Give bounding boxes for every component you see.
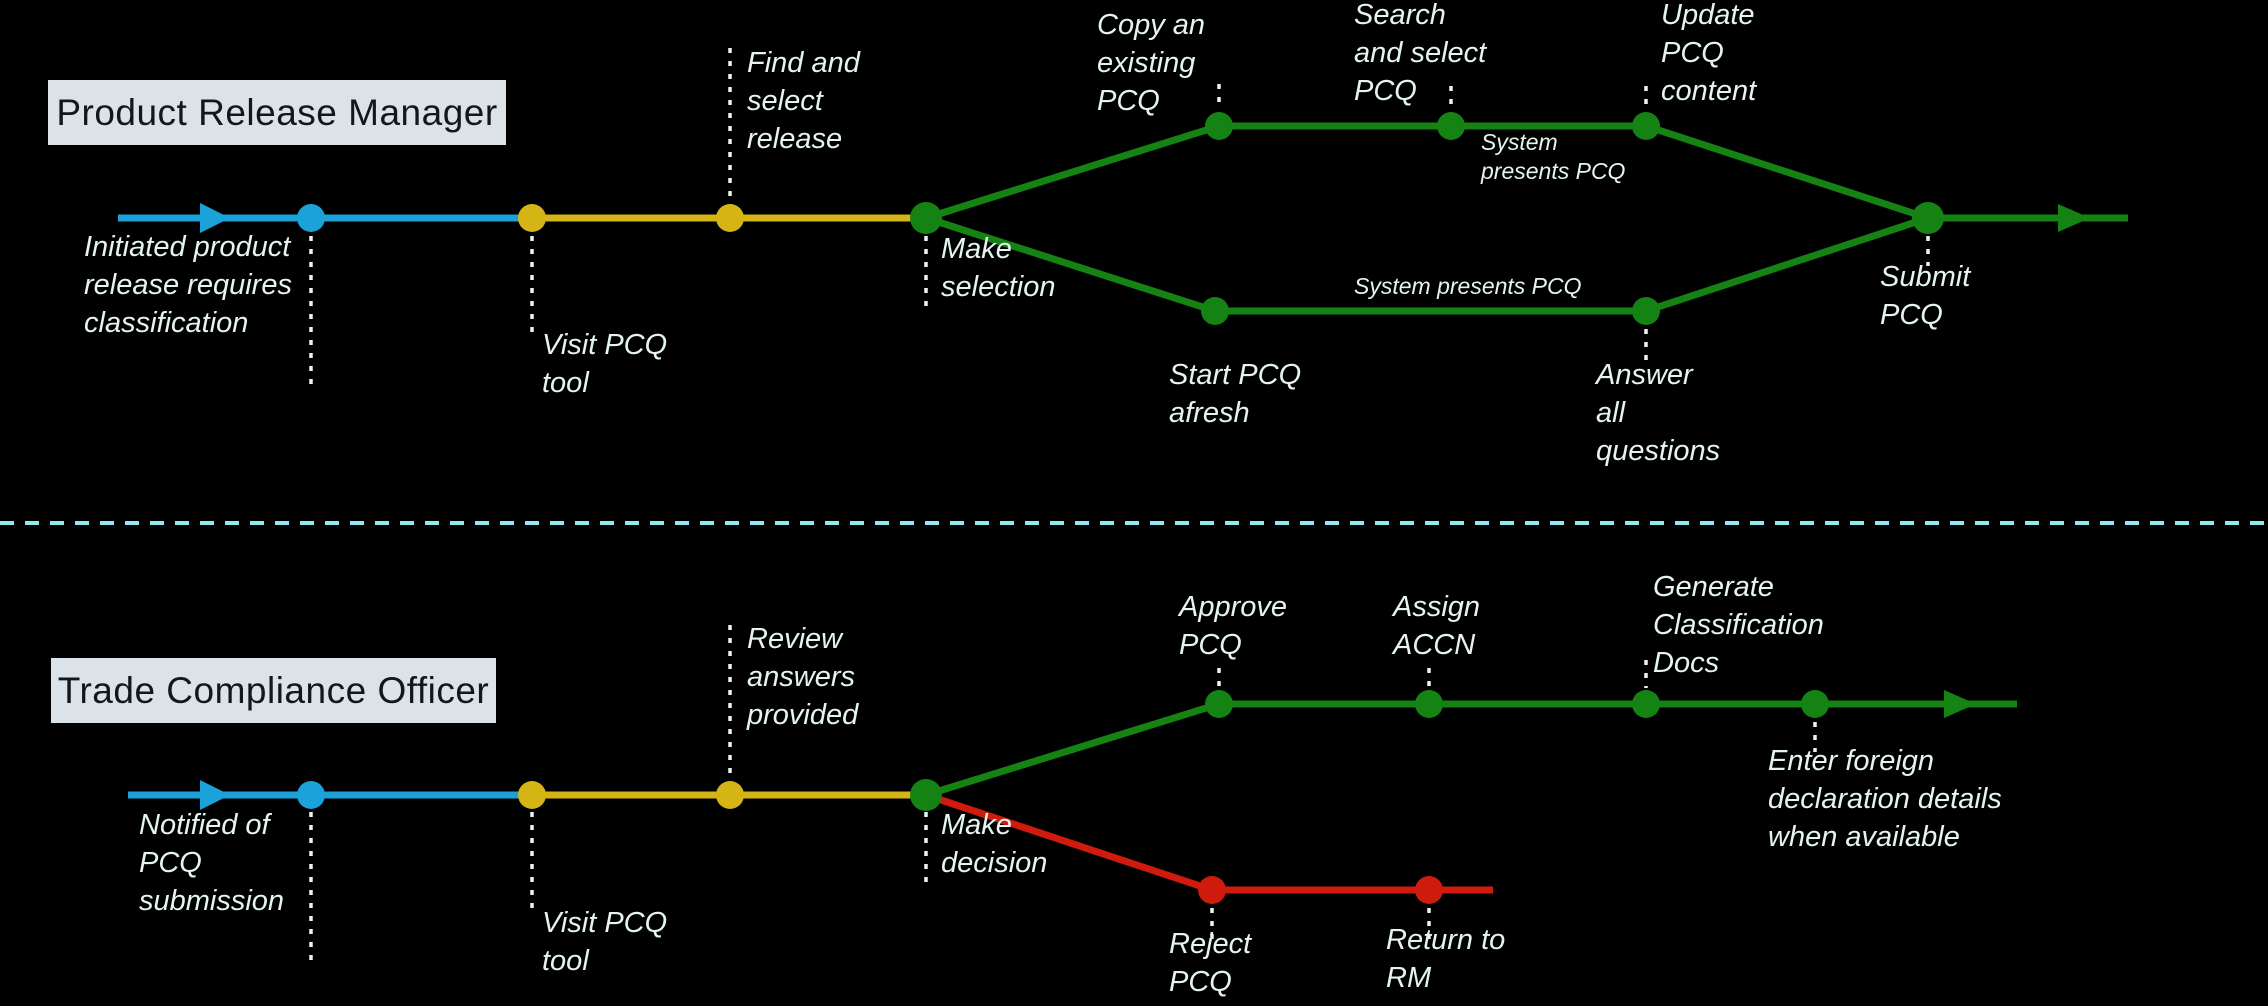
tco-exit-arrowhead-icon bbox=[1944, 690, 1976, 718]
role-box-trade-compliance-officer: Trade Compliance Officer bbox=[51, 658, 496, 723]
prm-label-start-afresh: Start PCQ afresh bbox=[1169, 359, 1302, 429]
role-box-product-release-manager: Product Release Manager bbox=[48, 80, 506, 145]
prm-label-initiated: Initiated product release requires class… bbox=[84, 231, 292, 339]
prm-label-answer-all: Answer all questions bbox=[1596, 359, 1721, 467]
tco-node-return-rm bbox=[1415, 876, 1443, 904]
prm-green-lower-branch bbox=[924, 214, 1930, 315]
tco-node-generate-docs bbox=[1632, 690, 1660, 718]
tco-label-notified: Notified of PCQ submission bbox=[139, 809, 285, 917]
prm-node-initiated bbox=[297, 204, 325, 232]
prm-node-visit-tool bbox=[518, 204, 546, 232]
prm-label-submit: Submit PCQ bbox=[1880, 261, 1971, 331]
tco-node-visit-tool bbox=[518, 781, 546, 809]
prm-node-update-content bbox=[1632, 112, 1660, 140]
prm-label-visit-tool: Visit PCQ tool bbox=[542, 329, 668, 399]
prm-blue-arrowhead-icon bbox=[200, 203, 230, 233]
prm-node-start-afresh bbox=[1201, 297, 1229, 325]
tco-node-make-decision bbox=[910, 779, 942, 811]
tco-node-notified bbox=[297, 781, 325, 809]
tco-label-make-decision: Make decision bbox=[941, 809, 1048, 879]
role-label: Product Release Manager bbox=[56, 91, 498, 133]
prm-label-copy-existing: Copy an existing PCQ bbox=[1097, 9, 1206, 117]
tco-label-visit-tool: Visit PCQ tool bbox=[542, 907, 668, 977]
prm-label-search-select: Search and select PCQ bbox=[1354, 0, 1487, 107]
tco-label-return-rm: Return to RM bbox=[1386, 924, 1506, 994]
tco-label-assign-accn: Assign ACCN bbox=[1393, 591, 1481, 661]
tco-blue-arrowhead-icon bbox=[200, 780, 230, 810]
prm-label-system-presents-afresh: System presents PCQ bbox=[1354, 273, 1582, 299]
prm-node-make-selection bbox=[910, 202, 942, 234]
prm-node-answer-all bbox=[1632, 297, 1660, 325]
tco-node-assign-accn bbox=[1415, 690, 1443, 718]
prm-node-copy-existing bbox=[1205, 112, 1233, 140]
prm-node-find-release bbox=[716, 204, 744, 232]
tco-node-approve bbox=[1205, 690, 1233, 718]
prm-node-submit bbox=[1912, 202, 1944, 234]
prm-label-find-release: Find and select release bbox=[747, 47, 860, 155]
tco-node-reject bbox=[1198, 876, 1226, 904]
prm-exit-arrowhead-icon bbox=[2058, 204, 2090, 232]
tco-node-review-answers bbox=[716, 781, 744, 809]
tco-label-approve: Approve PCQ bbox=[1179, 591, 1288, 661]
prm-label-system-presents-copy: System presents PCQ bbox=[1481, 129, 1626, 184]
tco-label-generate-docs: Generate Classification Docs bbox=[1653, 571, 1824, 679]
tco-node-enter-foreign bbox=[1801, 690, 1829, 718]
role-label: Trade Compliance Officer bbox=[57, 669, 490, 711]
tco-label-reject: Reject PCQ bbox=[1169, 928, 1252, 998]
prm-label-make-selection: Make selection bbox=[941, 233, 1056, 303]
prm-label-update-content: Update PCQ content bbox=[1661, 0, 1757, 107]
tco-label-review-answers: Review answers provided bbox=[747, 623, 859, 731]
tco-label-enter-foreign: Enter foreign declaration details when a… bbox=[1768, 745, 2002, 853]
prm-green-upper-branch bbox=[924, 122, 1930, 222]
prm-node-search-select bbox=[1437, 112, 1465, 140]
